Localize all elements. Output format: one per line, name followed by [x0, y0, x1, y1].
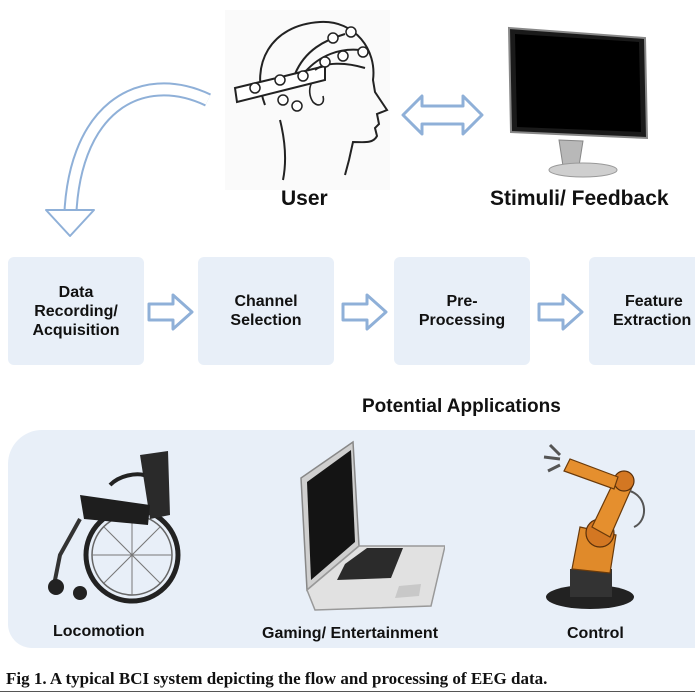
step-pre-processing: Pre- Processing	[394, 257, 530, 365]
applications-title: Potential Applications	[362, 396, 561, 417]
pipeline-arrow	[537, 293, 584, 331]
step-feature-extraction: Feature Extraction	[589, 257, 695, 365]
pipeline-arrow	[341, 293, 388, 331]
step-label-line: Channel	[234, 293, 298, 310]
step-data-acquisition: Data Recording/ Acquisition	[8, 257, 144, 365]
step-label-line: Feature	[625, 293, 683, 310]
user-label: User	[281, 187, 328, 210]
figure-caption: Fig 1. A typical BCI system depicting th…	[6, 669, 548, 688]
robot-arm-icon	[543, 443, 645, 609]
step-label-line: Pre-	[446, 293, 478, 310]
step-label-line: Data	[58, 283, 94, 301]
feedback-curve-arrow	[45, 82, 211, 237]
bidirectional-arrow	[401, 94, 484, 136]
step-label-line: Selection	[230, 312, 302, 329]
monitor-icon	[507, 26, 649, 178]
step-label-line: Acquisition	[32, 321, 120, 339]
stimuli-feedback-label: Stimuli/ Feedback	[490, 187, 669, 210]
wheelchair-icon	[48, 451, 181, 604]
step-channel-selection: Channel Selection	[198, 257, 334, 365]
laptop-icon	[300, 440, 445, 611]
step-label-line: Extraction	[613, 312, 692, 329]
app-label-control: Control	[567, 625, 624, 642]
step-label-line: Processing	[418, 312, 506, 329]
pipeline-arrow	[147, 293, 194, 331]
caption-rule	[0, 691, 695, 692]
app-label-locomotion: Locomotion	[53, 623, 145, 640]
step-label-line: Recording/	[34, 302, 118, 320]
app-label-gaming: Gaming/ Entertainment	[262, 625, 439, 642]
user-head-eeg-icon	[225, 10, 390, 190]
